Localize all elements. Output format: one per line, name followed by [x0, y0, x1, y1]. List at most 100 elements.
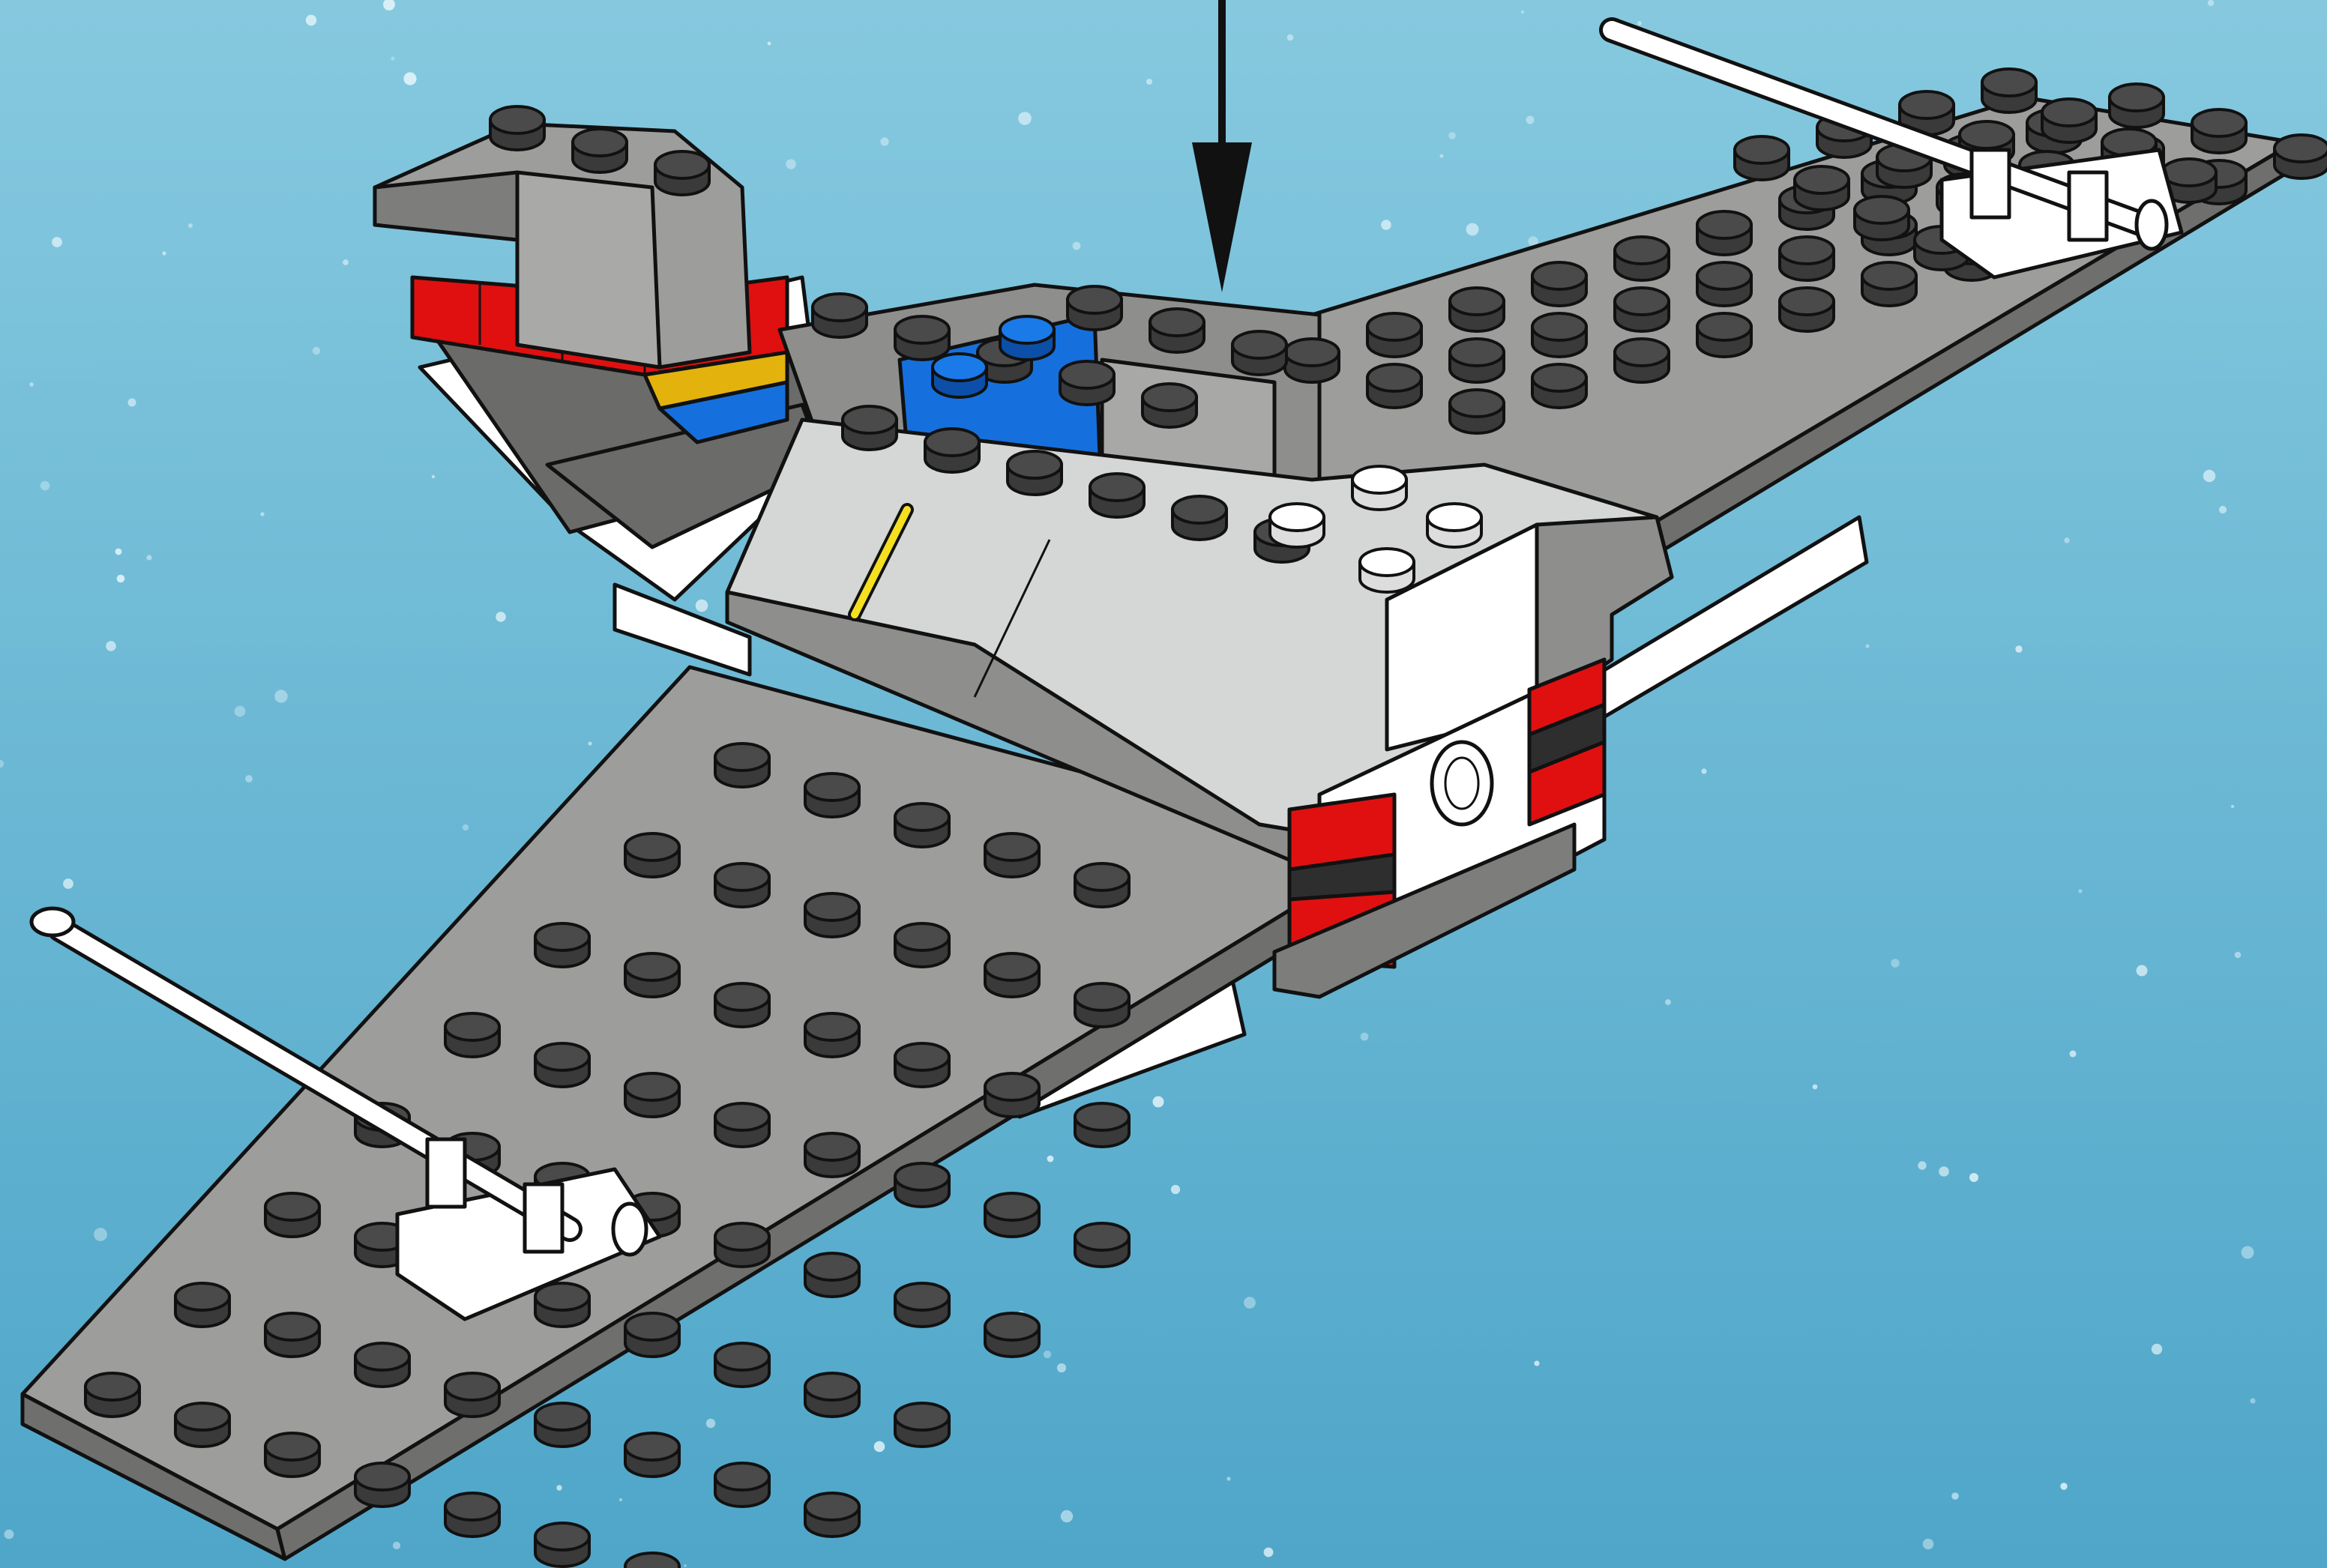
stud: [535, 1043, 589, 1087]
stud: [1532, 364, 1586, 408]
snow-speck: [2078, 889, 2082, 893]
stud: [625, 953, 679, 997]
snow-speck: [1171, 1185, 1180, 1194]
stud: [1232, 331, 1286, 375]
snow-speck: [162, 251, 166, 255]
snow-speck: [684, 1564, 687, 1567]
stud: [1352, 466, 1406, 510]
stud: [1697, 211, 1751, 255]
stud: [1615, 288, 1669, 331]
stud: [805, 1493, 859, 1537]
stud: [175, 1403, 229, 1447]
stud: [1075, 1103, 1129, 1147]
snow-speck: [880, 137, 888, 145]
stud: [1285, 339, 1339, 382]
stud: [1450, 288, 1504, 331]
snow-speck: [1665, 999, 1671, 1005]
snow-speck: [1923, 1539, 1934, 1550]
stud: [1068, 286, 1122, 330]
stud: [490, 106, 544, 150]
stud: [1060, 361, 1114, 405]
snow-speck: [63, 878, 73, 889]
stud: [1150, 309, 1204, 352]
stud: [1532, 262, 1586, 306]
snow-speck: [2208, 0, 2214, 6]
stud: [1862, 262, 1916, 306]
snow-speck: [1466, 223, 1479, 236]
snow-speck: [391, 56, 394, 60]
snow-speck: [768, 42, 771, 46]
stud: [85, 1373, 139, 1417]
stud: [1360, 549, 1414, 592]
snow-speck: [94, 1228, 107, 1241]
snow-speck: [403, 72, 416, 85]
stud: [2275, 135, 2327, 178]
snow-speck: [40, 481, 50, 491]
stud: [1075, 863, 1129, 907]
stud: [813, 294, 867, 337]
stud: [1270, 504, 1324, 547]
snow-speck: [260, 512, 264, 516]
snow-speck: [115, 549, 122, 555]
stud: [925, 429, 979, 472]
stud: [1143, 384, 1196, 427]
stud: [1450, 390, 1504, 433]
stud: [535, 1283, 589, 1327]
stud: [715, 1223, 769, 1267]
stud: [895, 1043, 949, 1087]
snow-speck: [1244, 1297, 1256, 1309]
stud: [573, 129, 627, 172]
snow-speck: [245, 775, 253, 783]
stud: [175, 1283, 229, 1327]
stud: [805, 893, 859, 937]
stud: [1367, 364, 1421, 408]
snow-speck: [274, 690, 287, 702]
stud: [895, 923, 949, 967]
snow-speck: [1264, 1548, 1274, 1558]
snow-speck: [1526, 116, 1535, 124]
stud: [1427, 504, 1481, 547]
snow-speck: [1637, 21, 1642, 25]
snow-speck: [1448, 132, 1456, 139]
snow-speck: [1865, 644, 1869, 648]
stud: [1172, 496, 1226, 540]
stud: [1615, 339, 1669, 382]
snow-speck: [1534, 1360, 1539, 1366]
snow-speck: [1047, 1156, 1054, 1163]
stud: [715, 983, 769, 1027]
snow-speck: [1044, 1351, 1051, 1358]
stud: [625, 833, 679, 877]
snow-speck: [2235, 952, 2242, 959]
stud: [265, 1193, 319, 1237]
stud: [715, 1463, 769, 1507]
snow-speck: [106, 641, 116, 651]
snow-speck: [619, 1498, 622, 1501]
stud: [895, 316, 949, 360]
snow-speck: [1439, 154, 1443, 157]
snow-speck: [588, 741, 591, 745]
stud: [625, 1313, 679, 1357]
stud: [2042, 99, 2096, 142]
stud: [1780, 288, 1834, 331]
snow-speck: [2231, 805, 2234, 808]
stud: [625, 1553, 679, 1568]
snow-speck: [52, 237, 62, 247]
snow-speck: [1891, 959, 1900, 968]
stud: [445, 1013, 499, 1057]
snow-speck: [2070, 1051, 2077, 1058]
snow-speck: [2203, 470, 2215, 482]
stud: [895, 1163, 949, 1207]
snow-speck: [874, 1441, 885, 1453]
stud: [1795, 166, 1849, 210]
stud: [715, 1343, 769, 1387]
snow-speck: [2152, 1344, 2162, 1354]
snow-speck: [1701, 768, 1706, 774]
stud: [1367, 313, 1421, 357]
stud: [805, 774, 859, 817]
stud: [805, 1253, 859, 1297]
stud: [265, 1313, 319, 1357]
snow-speck: [2242, 1246, 2254, 1259]
snow-speck: [1918, 1161, 1926, 1169]
snow-speck: [1146, 79, 1152, 85]
